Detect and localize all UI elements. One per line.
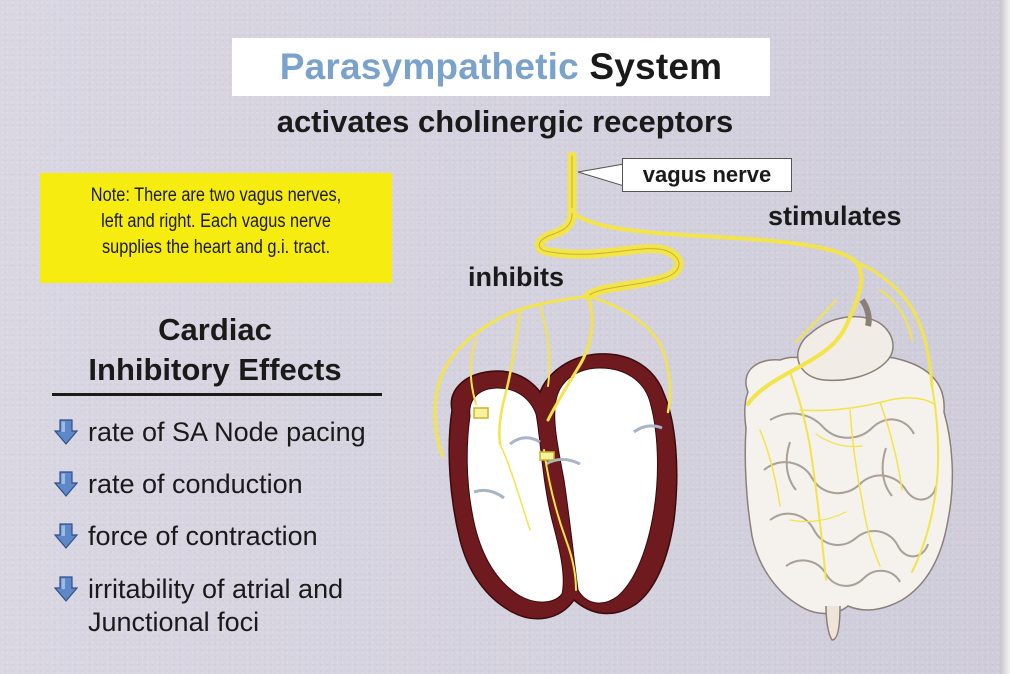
stimulates-label: stimulates <box>768 201 902 232</box>
gi-tract-illustration <box>745 300 953 640</box>
inhibits-label: inhibits <box>468 262 564 293</box>
rectum <box>826 606 840 640</box>
vagus-branch-heart <box>540 306 550 386</box>
callout-pointer <box>578 164 624 186</box>
vagus-nerve-callout: vagus nerve <box>622 158 792 192</box>
